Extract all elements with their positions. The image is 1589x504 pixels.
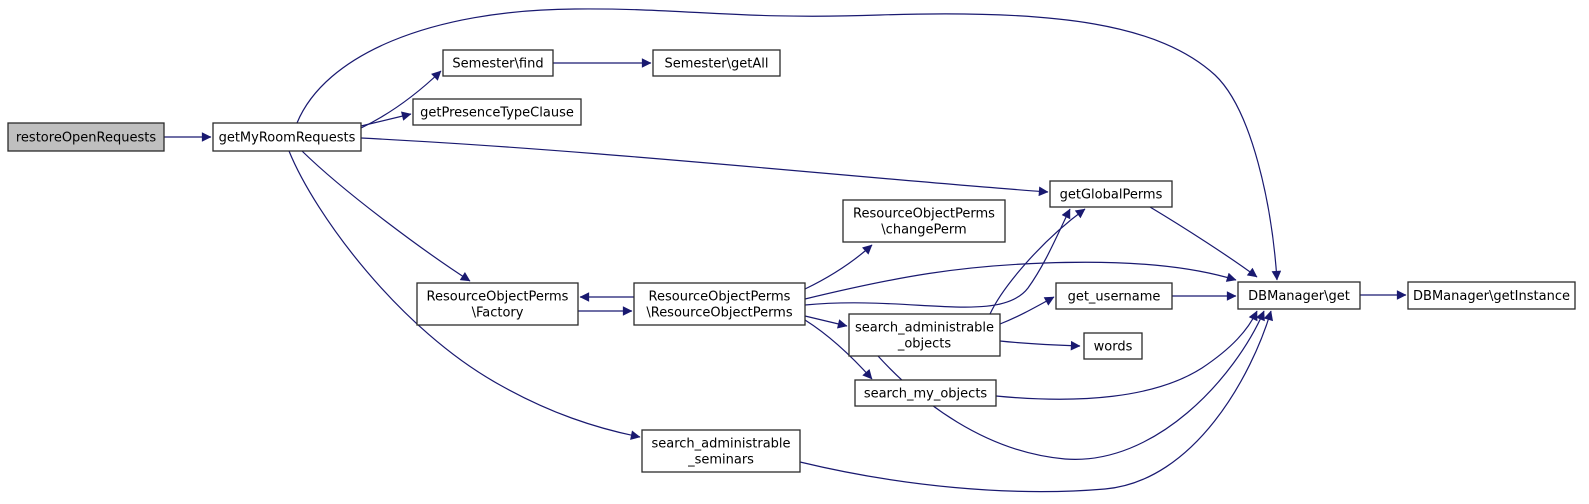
node-search_my_objects[interactable]: search_my_objects: [854, 379, 997, 407]
node-box-search_administrable_seminars[interactable]: [641, 429, 801, 473]
node-box-words[interactable]: [1083, 332, 1143, 360]
node-semester_getAll[interactable]: Semester\getAll: [652, 49, 781, 77]
node-label-rop_rop-line1: ResourceObjectPerms: [649, 290, 791, 305]
edge-rop_rop-getGlobalPerms: [804, 208, 1071, 308]
node-label-semester_find: Semester\find: [452, 57, 543, 72]
node-label-rop_changePerm-line1: ResourceObjectPerms: [853, 207, 995, 222]
node-getPresenceTypeClause[interactable]: getPresenceTypeClause: [412, 98, 582, 126]
edge-search_administrable_objects-words: [999, 340, 1081, 351]
node-label-rop_changePerm-line2: \changePerm: [881, 223, 966, 238]
node-label-search_administrable_seminars-line1: search_administrable: [651, 437, 790, 452]
node-box-getMyRoomRequests[interactable]: [212, 122, 362, 152]
node-label-dbmanager_getInstance: DBManager\getInstance: [1413, 289, 1570, 304]
edge-search_administrable_seminars-dbmanager_get: [799, 310, 1274, 493]
node-label-search_administrable_objects-line1: search_administrable: [855, 321, 994, 336]
node-box-dbmanager_get[interactable]: [1237, 281, 1361, 310]
node-label-search_administrable_objects-line2: _objects: [897, 337, 952, 352]
edges: [164, 8, 1407, 493]
node-label-restoreOpenRequests: restoreOpenRequests: [16, 131, 156, 146]
node-label-rop_rop-line2: \ResourceObjectPerms: [646, 306, 792, 321]
node-rop_factory[interactable]: ResourceObjectPerms\Factory: [416, 282, 579, 326]
edge-getMyRoomRequests-getPresenceTypeClause: [360, 111, 412, 127]
edge-rop_rop-search_my_objects: [804, 319, 873, 380]
edge-rop_rop-rop_changePerm: [804, 244, 873, 290]
node-label-getGlobalPerms: getGlobalPerms: [1060, 188, 1163, 203]
node-restoreOpenRequests[interactable]: restoreOpenRequests: [7, 122, 165, 152]
nodes: restoreOpenRequests getMyRoomRequests Seme…: [7, 49, 1576, 473]
node-box-get_username[interactable]: [1055, 282, 1173, 310]
node-words[interactable]: words: [1083, 332, 1143, 360]
edge-getMyRoomRequests-dbmanager_get: [296, 8, 1282, 281]
node-label-semester_getAll: Semester\getAll: [665, 57, 769, 72]
edge-rop_rop-search_administrable_objects: [804, 315, 848, 329]
node-label-getPresenceTypeClause: getPresenceTypeClause: [420, 106, 574, 121]
edge-rop_rop-dbmanager_get: [804, 261, 1237, 300]
node-dbmanager_getInstance[interactable]: DBManager\getInstance: [1407, 281, 1576, 310]
node-semester_find[interactable]: Semester\find: [442, 49, 554, 77]
node-label-get_username: get_username: [1068, 290, 1161, 305]
edge-getMyRoomRequests-getGlobalPerms: [360, 137, 1049, 197]
node-label-words: words: [1094, 340, 1133, 355]
edge-getGlobalPerms-dbmanager_get: [1149, 206, 1258, 278]
node-label-dbmanager_get: DBManager\get: [1248, 289, 1350, 304]
node-getGlobalPerms[interactable]: getGlobalPerms: [1049, 180, 1173, 208]
node-getMyRoomRequests[interactable]: getMyRoomRequests: [212, 122, 362, 152]
node-rop_changePerm[interactable]: ResourceObjectPerms\changePerm: [842, 199, 1006, 243]
node-box-rop_changePerm[interactable]: [842, 199, 1006, 243]
node-label-search_my_objects: search_my_objects: [864, 387, 988, 402]
node-box-rop_rop[interactable]: [633, 282, 806, 326]
edge-getMyRoomRequests-rop_factory: [301, 150, 471, 282]
node-dbmanager_get[interactable]: DBManager\get: [1237, 281, 1361, 310]
node-box-getGlobalPerms[interactable]: [1049, 180, 1173, 208]
node-search_administrable_objects[interactable]: search_administrable_objects: [848, 313, 1001, 357]
node-box-getPresenceTypeClause[interactable]: [412, 98, 582, 126]
node-box-rop_factory[interactable]: [416, 282, 579, 326]
node-search_administrable_seminars[interactable]: search_administrable_seminars: [641, 429, 801, 473]
node-box-semester_find[interactable]: [442, 49, 554, 77]
edge-getMyRoomRequests-search_administrable_seminars: [288, 150, 641, 440]
node-box-search_administrable_objects[interactable]: [848, 313, 1001, 357]
node-rop_rop[interactable]: ResourceObjectPerms\ResourceObjectPerms: [633, 282, 806, 326]
node-label-rop_factory-line2: \Factory: [472, 306, 524, 321]
edge-search_my_objects-dbmanager_get: [995, 310, 1258, 400]
edge-search_administrable_objects-getGlobalPerms: [989, 208, 1086, 315]
node-label-rop_factory-line1: ResourceObjectPerms: [427, 290, 569, 305]
node-box-restoreOpenRequests[interactable]: [7, 122, 165, 152]
node-label-getMyRoomRequests: getMyRoomRequests: [219, 131, 356, 146]
edge-search_administrable_objects-get_username: [999, 296, 1055, 325]
node-get_username[interactable]: get_username: [1055, 282, 1173, 310]
node-box-dbmanager_getInstance[interactable]: [1407, 281, 1576, 310]
node-box-search_my_objects[interactable]: [854, 379, 997, 407]
node-label-search_administrable_seminars-line2: _seminars: [687, 453, 754, 468]
node-box-semester_getAll[interactable]: [652, 49, 781, 77]
